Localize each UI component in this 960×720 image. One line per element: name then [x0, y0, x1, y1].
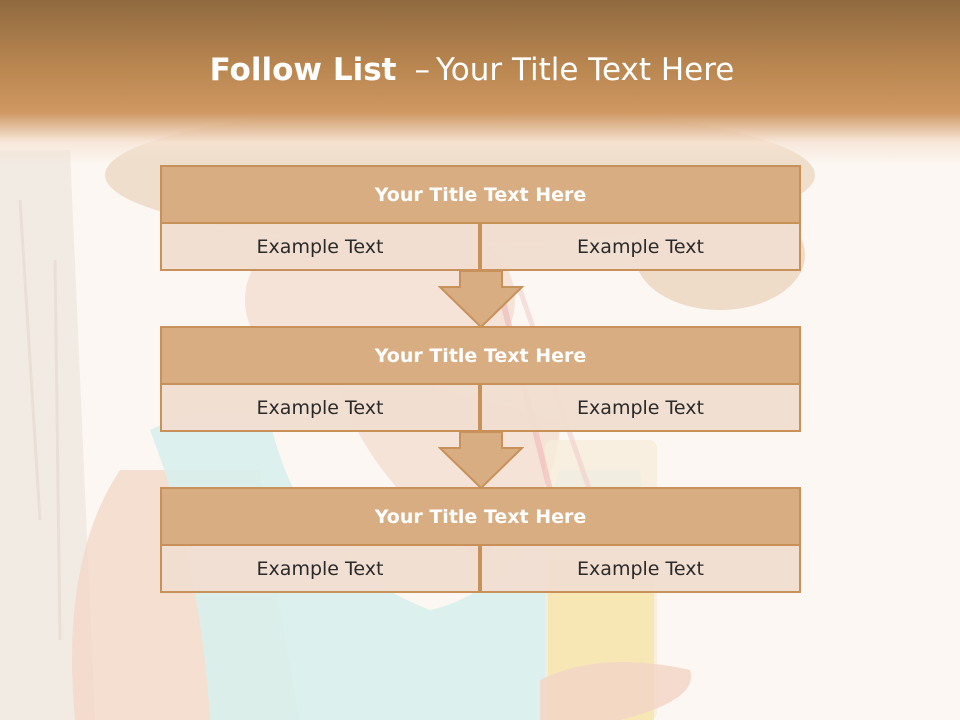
down-arrow-icon: [438, 432, 524, 490]
step-title-2: Your Title Text Here: [160, 326, 801, 385]
slide-title-separator: –: [414, 52, 430, 88]
step-3-left-text: Example Text: [160, 544, 480, 593]
slide-title: Follow List–Your Title Text Here: [0, 52, 944, 88]
step-1-right-text: Example Text: [480, 222, 801, 271]
step-2-right-text: Example Text: [480, 383, 801, 432]
step-title-1: Your Title Text Here: [160, 165, 801, 224]
slide-title-rest: Your Title Text Here: [435, 52, 735, 88]
step-block-2: Your Title Text Here Example Text Exampl…: [160, 326, 801, 432]
step-title-3: Your Title Text Here: [160, 487, 801, 546]
step-2-left-text: Example Text: [160, 383, 480, 432]
down-arrow-icon: [438, 271, 524, 329]
step-1-left-text: Example Text: [160, 222, 480, 271]
header-band: [0, 0, 960, 165]
slide-title-bold: Follow List: [209, 52, 397, 88]
step-block-3: Your Title Text Here Example Text Exampl…: [160, 487, 801, 593]
step-3-right-text: Example Text: [480, 544, 801, 593]
step-block-1: Your Title Text Here Example Text Exampl…: [160, 165, 801, 271]
